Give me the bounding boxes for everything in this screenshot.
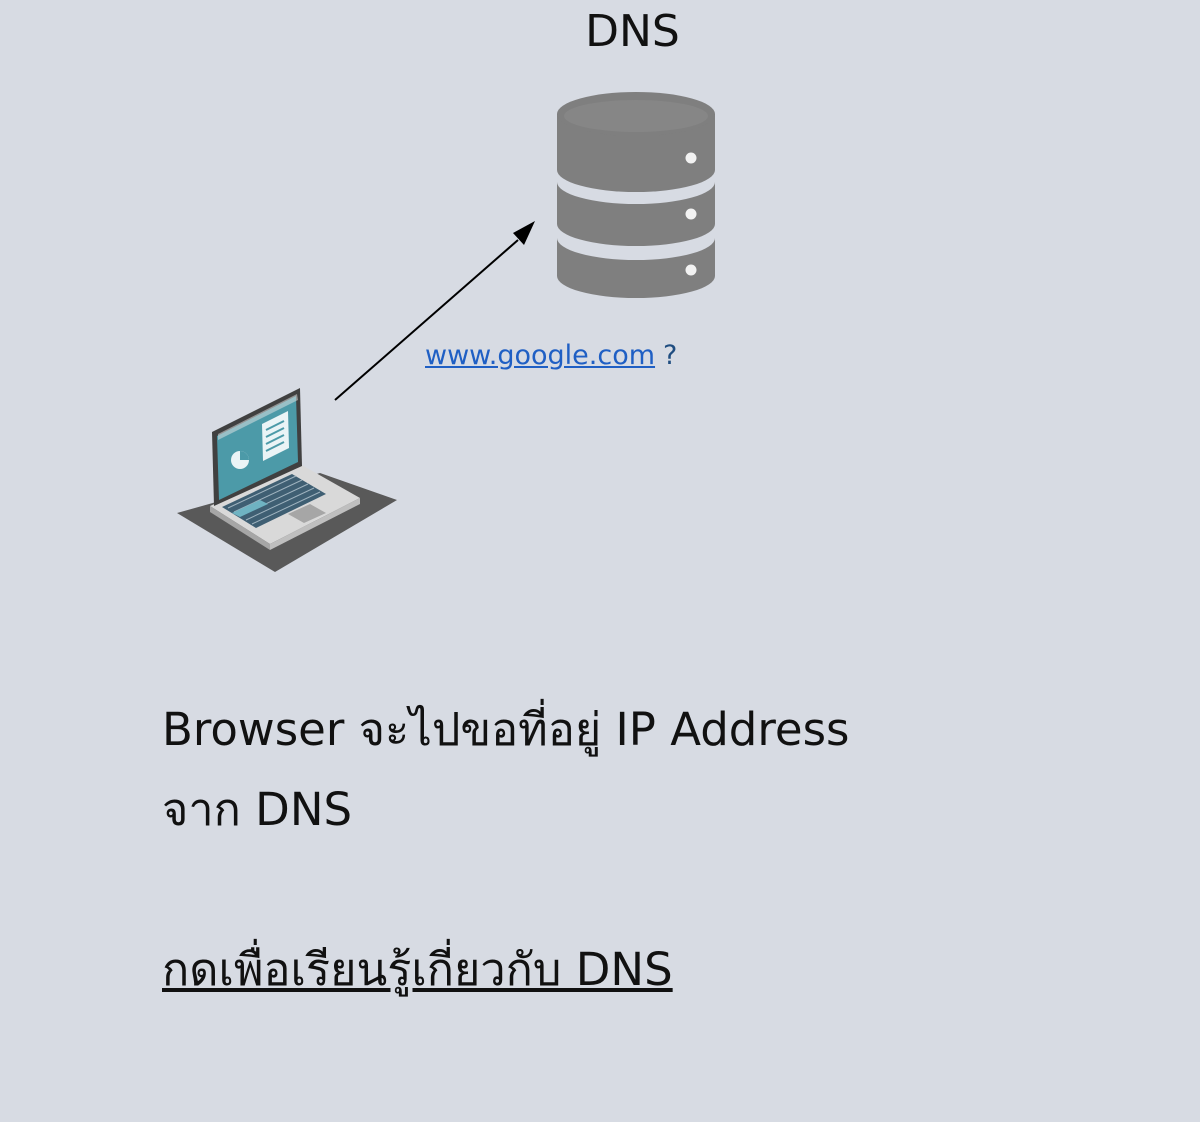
explanation-line-2: จาก DNS bbox=[162, 783, 353, 836]
query-domain-link[interactable]: www.google.com bbox=[425, 340, 656, 371]
dns-server-title: DNS bbox=[585, 6, 680, 57]
learn-about-dns-link[interactable]: กดเพื่อเรียนรู้เกี่ยวกับ DNS bbox=[162, 943, 673, 996]
dns-query-label: www.google.com? bbox=[425, 340, 677, 372]
explanation-line-1: Browser จะไปขอที่อยู่ IP Address bbox=[162, 703, 850, 756]
query-question-mark: ? bbox=[663, 340, 678, 371]
explanation-text: Browser จะไปขอที่อยู่ IP Address จาก DNS bbox=[162, 690, 849, 850]
database-server-icon bbox=[557, 92, 715, 298]
laptop-icon bbox=[177, 388, 397, 572]
